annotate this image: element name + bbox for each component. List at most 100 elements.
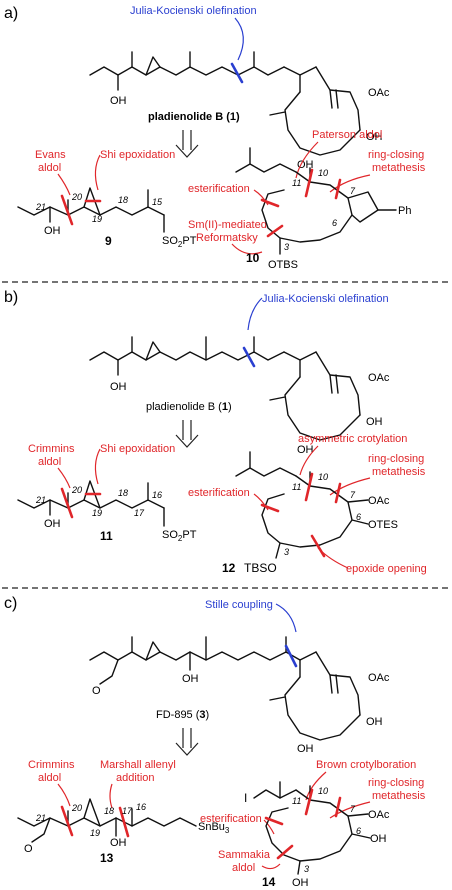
cut-mark <box>310 534 326 558</box>
cut-mark-blue <box>230 62 244 84</box>
atom-number: 21 <box>35 202 46 212</box>
label-aldol: aldol <box>38 772 61 784</box>
atom-label-oh: OH <box>297 444 314 456</box>
cut-mark <box>60 194 74 226</box>
atom-number: 18 <box>104 806 114 816</box>
retro-arrow <box>175 728 199 756</box>
atom-label-ph: Ph <box>398 205 411 217</box>
leader-line <box>263 819 275 835</box>
atom-label-otes: OTES <box>368 519 398 531</box>
atom-number: 20 <box>71 485 82 495</box>
leader-line <box>253 493 269 511</box>
atom-number: 20 <box>71 192 82 202</box>
atom-number: 11 <box>292 178 301 188</box>
leader-line <box>57 783 71 807</box>
label-crimmins: Crimmins <box>28 759 75 771</box>
atom-number: 6 <box>356 826 361 836</box>
panel-b: b) Julia-Kocienski olefination OH OAc OH… <box>4 289 427 575</box>
atom-label-oac: OAc <box>368 809 390 821</box>
atom-number: 18 <box>118 488 128 498</box>
cut-mark-blue <box>242 346 256 368</box>
atom-label-so2pt: SO2PT <box>162 529 197 543</box>
atom-number: 15 <box>152 197 163 207</box>
atom-number: 17 <box>122 806 133 816</box>
leader-line <box>253 189 269 206</box>
label-aldol: aldol <box>232 862 255 874</box>
label-ring-closing: ring-closing <box>368 149 424 161</box>
cut-mark <box>276 844 294 860</box>
atom-label-oh: OH <box>297 743 314 755</box>
atom-label-oh: OH <box>110 381 127 393</box>
label-esterification: esterification <box>188 183 250 195</box>
atom-number: 6 <box>356 512 361 522</box>
compound-number: 10 <box>246 251 260 265</box>
molecule-pladienolide-b <box>89 336 361 441</box>
label-shi-epoxidation: Shi epoxidation <box>100 443 175 455</box>
atom-number: 19 <box>90 828 100 838</box>
atom-label-oh: OH <box>182 673 199 685</box>
atom-number: 20 <box>71 803 82 813</box>
atom-label-oac: OAc <box>368 87 390 99</box>
atom-label-oac: OAc <box>368 372 390 384</box>
atom-label-oh: OH <box>292 877 309 889</box>
leader-line <box>299 445 319 476</box>
label-shi-epoxidation: Shi epoxidation <box>100 149 175 161</box>
atom-label-oh: OH <box>370 833 387 845</box>
label-crimmins: Crimmins <box>28 443 75 455</box>
panel-label: a) <box>4 5 18 22</box>
leader-line <box>109 783 113 809</box>
label-evans: Evans <box>35 149 66 161</box>
atom-number: 7 <box>350 186 356 196</box>
leader-line <box>295 141 319 179</box>
fragment-14 <box>253 781 371 875</box>
cut-mark <box>260 198 280 208</box>
retro-arrow <box>175 420 199 448</box>
atom-label-methoxy: O <box>24 843 33 855</box>
cut-mark-blue <box>284 644 298 668</box>
atom-label-oh: OH <box>110 837 127 849</box>
label-sammakia: Sammakia <box>218 849 271 861</box>
retro-arrow <box>175 130 199 158</box>
leader-line <box>234 17 244 61</box>
atom-number: 21 <box>35 813 46 823</box>
cut-mark <box>266 224 284 238</box>
leader-line <box>57 467 71 489</box>
cut-mark <box>118 806 130 838</box>
compound-number: 14 <box>262 875 276 889</box>
label-metathesis: metathesis <box>372 790 426 802</box>
atom-number: 7 <box>350 490 356 500</box>
atom-number: 16 <box>136 802 146 812</box>
label-aldol: aldol <box>38 162 61 174</box>
cut-mark <box>334 796 342 818</box>
label-ring-closing: ring-closing <box>368 777 424 789</box>
atom-label-oh: OH <box>366 416 383 428</box>
cut-mark <box>260 503 280 513</box>
atom-number: 18 <box>118 195 128 205</box>
label-aldol: aldol <box>38 456 61 468</box>
cut-mark <box>334 178 342 200</box>
molecule-pladienolide-b <box>89 51 361 156</box>
label-ring-closing: ring-closing <box>368 453 424 465</box>
label-sm-mediated: Sm(II)-mediated <box>188 219 267 231</box>
atom-label-tbso: TBSO <box>244 561 277 575</box>
panel-c: c) Stille coupling O OH OAc OH OH FD-895… <box>4 595 426 889</box>
cut-mark <box>304 168 314 198</box>
label-asymmetric-crotylation: asymmetric crotylation <box>298 433 407 445</box>
molecule-fd-895 <box>89 636 361 741</box>
compound-name: pladienolide B (1) <box>148 111 240 123</box>
atom-label-oh: OH <box>366 716 383 728</box>
atom-label-oh: OH <box>44 518 61 530</box>
atom-number: 10 <box>318 786 328 796</box>
disconnection-label-stille: Stille coupling <box>205 599 273 611</box>
atom-label-snbu3: SnBu3 <box>198 821 230 835</box>
cut-mark <box>264 816 284 826</box>
compound-name: FD-895 (3) <box>156 709 209 721</box>
atom-label-otbs: OTBS <box>268 259 298 271</box>
label-addition: addition <box>116 772 155 784</box>
atom-label-oh: OH <box>110 95 127 107</box>
atom-number: 10 <box>318 168 328 178</box>
atom-number: 6 <box>332 218 337 228</box>
panel-label: b) <box>4 289 18 306</box>
atom-label-oh: OH <box>366 131 383 143</box>
atom-number: 21 <box>35 495 46 505</box>
